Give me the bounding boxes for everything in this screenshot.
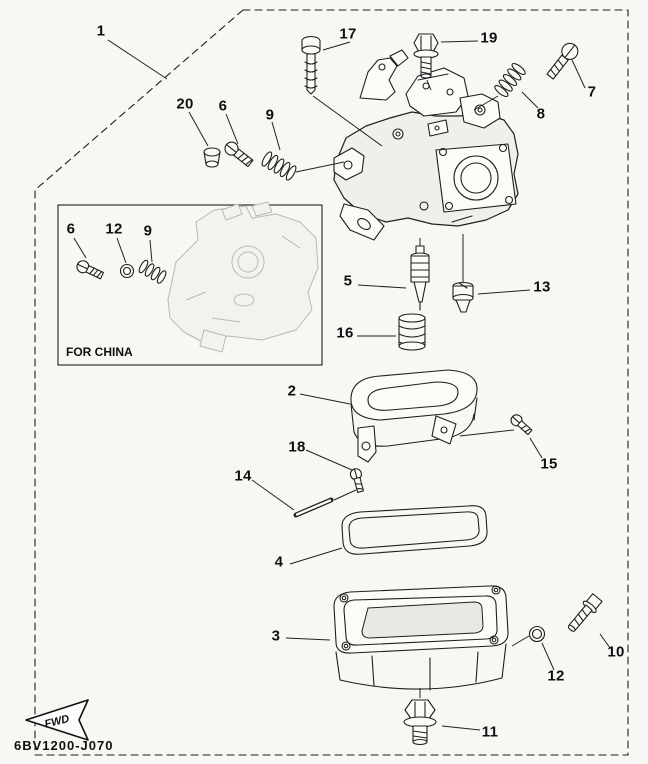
dashed-boundary	[34, 9, 629, 756]
callout-12-china: 12	[105, 220, 123, 238]
callout-6: 6	[218, 97, 228, 115]
spring-9	[261, 151, 297, 181]
main-jet-13	[452, 281, 474, 313]
float-bowl-3	[333, 585, 509, 691]
bolt-19	[413, 33, 439, 79]
gasket-4	[341, 505, 488, 555]
callout-5: 5	[343, 272, 353, 290]
float-2	[350, 369, 478, 463]
fwd-flag: FWD	[25, 699, 89, 741]
spring-16	[398, 313, 426, 351]
inset-spring	[138, 259, 167, 284]
callout-12-oring: 12	[547, 667, 565, 685]
inset-label: FOR CHINA	[66, 345, 133, 359]
inset-box: FOR CHINA	[57, 201, 323, 366]
callout-6-china: 6	[66, 220, 76, 238]
callout-7: 7	[587, 83, 597, 101]
inset-o-ring	[119, 263, 135, 279]
callout-9: 9	[265, 106, 275, 124]
bolt-11	[403, 699, 437, 746]
idle-screw-17	[301, 35, 321, 95]
drain-screw-10	[567, 593, 603, 632]
callout-18: 18	[288, 438, 306, 456]
callout-2: 2	[287, 382, 297, 400]
callout-11: 11	[481, 723, 499, 741]
o-ring-12	[528, 625, 546, 643]
callout-10: 10	[607, 643, 625, 661]
callout-3: 3	[271, 627, 281, 645]
callout-4: 4	[274, 553, 284, 571]
pilot-screw-6	[224, 141, 254, 168]
part-code: 6BV1200-J070	[14, 738, 113, 753]
callout-19: 19	[480, 29, 498, 47]
screw-18	[349, 468, 365, 493]
screw-7	[546, 42, 579, 80]
callout-13: 13	[533, 278, 551, 296]
callout-8: 8	[536, 105, 546, 123]
callout-14: 14	[234, 467, 252, 485]
inset-carburetor-ghost	[167, 201, 319, 353]
callout-17: 17	[339, 25, 357, 43]
spring-8	[494, 62, 526, 98]
fwd-label: FWD	[43, 713, 70, 731]
callout-9-china: 9	[143, 222, 153, 240]
plug-20	[203, 147, 221, 168]
needle-valve-5	[410, 245, 430, 311]
inset-pilot-screw	[76, 260, 104, 280]
callout-15: 15	[540, 455, 558, 473]
screw-15	[510, 414, 533, 436]
float-pin-14	[293, 497, 334, 518]
callout-16: 16	[336, 324, 354, 342]
leader-lines	[73, 39, 611, 731]
carburetor-body	[333, 49, 519, 241]
callout-1: 1	[96, 22, 106, 40]
callout-20: 20	[176, 95, 194, 113]
